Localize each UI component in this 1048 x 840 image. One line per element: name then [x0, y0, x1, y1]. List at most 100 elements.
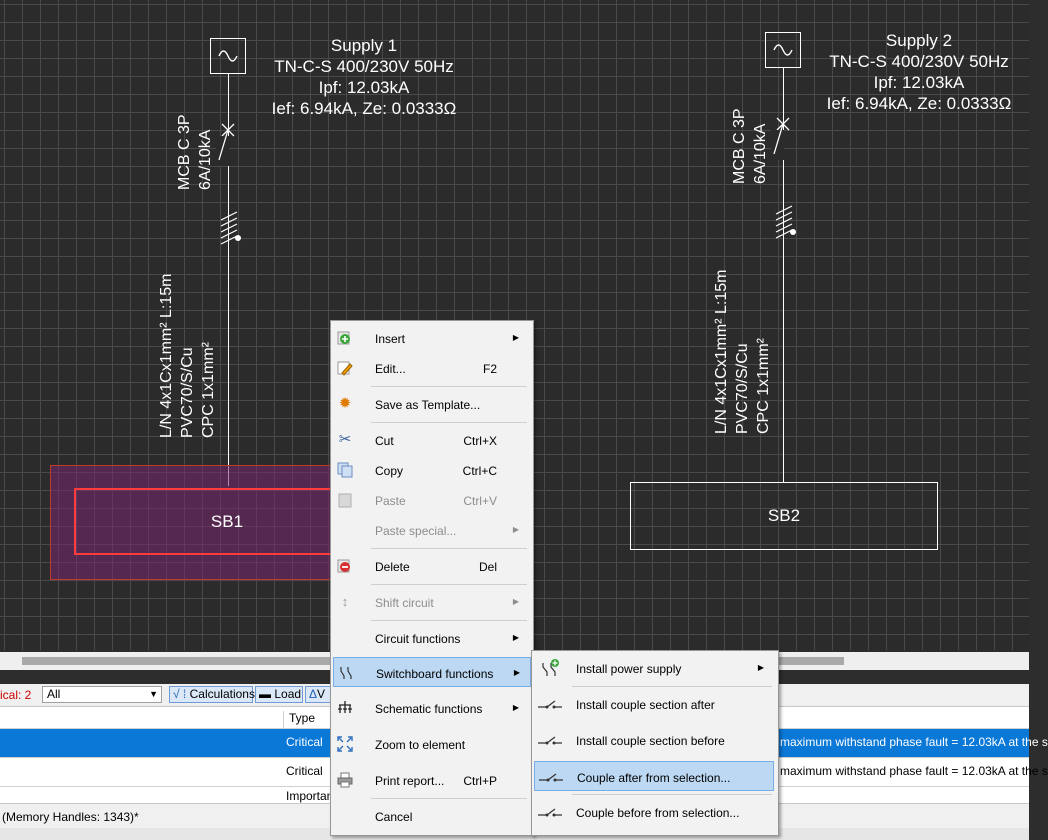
sb1-label: SB1: [210, 511, 244, 531]
menu-item-shortcut: F2: [482, 362, 497, 376]
supply-1-system: TN-C-S 400/230V 50Hz: [274, 57, 454, 76]
mcb-1-label: MCB C 3P 6A/10kA: [174, 114, 216, 190]
supply-2-feeder-line: [783, 68, 784, 482]
menu-item-label: Zoom to element: [375, 738, 466, 752]
menu-item-schematic-functions[interactable]: Schematic functions ▶: [333, 693, 529, 723]
menu-item-label: Print report...: [375, 774, 445, 788]
supply-2-title: Supply 2: [885, 31, 953, 50]
menu-item-print-report[interactable]: Print report... Ctrl+P: [333, 765, 529, 795]
menu-item-circuit-functions[interactable]: Circuit functions ▶: [333, 623, 529, 653]
mcb-symbol-1[interactable]: [216, 120, 246, 270]
chevron-right-icon: ▶: [512, 703, 519, 712]
menu-item-delete[interactable]: Delete Del: [333, 551, 529, 581]
menu-item-save-as-template[interactable]: ✹ Save as Template...: [333, 389, 529, 419]
menu-item-label: Switchboard functions: [376, 667, 494, 681]
printer-icon: [337, 772, 353, 788]
menu-item-paste[interactable]: Paste Ctrl+V: [333, 485, 529, 515]
schematic-icon: [337, 700, 353, 716]
critical-count: ical: 2: [0, 688, 32, 702]
chevron-right-icon: ▶: [757, 663, 764, 672]
sb2-label: SB2: [767, 506, 801, 525]
coupler-icon: [538, 696, 562, 712]
menu-item-label: Circuit functions: [375, 632, 461, 646]
menu-item-paste-special[interactable]: Paste special... ▶: [333, 515, 529, 545]
cable-1-type: PVC70/S/Cu: [179, 347, 196, 438]
voltage-button[interactable]: ΔV: [305, 686, 331, 703]
supply-2-symbol[interactable]: [765, 32, 801, 68]
menu-item-shortcut: Ctrl+X: [463, 434, 497, 448]
menu-item-copy[interactable]: Copy Ctrl+C: [333, 455, 529, 485]
mcb-2-label: MCB C 3P 6A/10kA: [729, 108, 771, 184]
menu-separator: [572, 794, 772, 795]
menu-item-label: Paste special...: [375, 524, 457, 538]
menu-separator: [371, 422, 527, 423]
row-type: Critical: [286, 735, 323, 749]
menu-item-zoom-to-element[interactable]: Zoom to element: [333, 729, 529, 759]
menu-item-shift-circuit[interactable]: ↕ Shift circuit ▶: [333, 587, 529, 617]
paste-icon: [337, 492, 353, 508]
menu-item-cancel[interactable]: Cancel: [333, 801, 529, 831]
submenu-item-couple-after-from-selection[interactable]: Couple after from selection...: [534, 761, 774, 791]
chevron-right-icon: ▶: [512, 525, 519, 534]
submenu-item-install-power-supply[interactable]: Install power supply ▶: [534, 653, 774, 683]
voltage-label: V: [317, 687, 326, 701]
zoom-icon: [337, 736, 353, 752]
mcb-1-rating: 6A/10kA: [197, 129, 214, 190]
load-button[interactable]: ▬ Load: [255, 686, 303, 703]
delta-v-icon: Δ: [309, 687, 318, 701]
sb1-selection-highlight: [50, 465, 340, 580]
supply-1-ipf: Ipf: 12.03kA: [318, 78, 410, 97]
menu-item-edit[interactable]: Edit... F2: [333, 353, 529, 383]
mcb-1-type: MCB C 3P: [176, 114, 193, 190]
shift-icon: ↕: [341, 594, 349, 609]
menu-separator: [572, 686, 772, 687]
menu-item-shortcut: Ctrl+V: [463, 494, 497, 508]
type-column-header[interactable]: Type: [283, 711, 315, 729]
menu-separator: [371, 548, 527, 549]
menu-item-switchboard-functions[interactable]: Switchboard functions ▶: [333, 657, 531, 687]
delete-icon: [337, 558, 353, 574]
menu-item-label: Couple before from selection...: [576, 806, 740, 820]
cable-2-label: L/N 4x1Cx1mm² L:15m PVC70/S/Cu CPC 1x1mm…: [711, 270, 774, 435]
cable-2-type: PVC70/S/Cu: [734, 343, 751, 434]
menu-item-cut[interactable]: ✂ Cut Ctrl+X: [333, 425, 529, 455]
menu-separator: [371, 798, 527, 799]
menu-item-shortcut: Ctrl+P: [463, 774, 497, 788]
filter-dropdown-value: All: [47, 687, 61, 701]
menu-item-label: Save as Template...: [375, 398, 481, 412]
cable-2-cpc: CPC 1x1mm²: [755, 337, 772, 434]
copy-icon: [337, 462, 353, 478]
chevron-down-icon: ▼: [149, 689, 158, 699]
submenu-item-install-couple-section-before[interactable]: Install couple section before: [534, 725, 774, 755]
supply-2-system: TN-C-S 400/230V 50Hz: [829, 52, 1009, 71]
chevron-right-icon: ▶: [512, 633, 519, 642]
cable-1-label: L/N 4x1Cx1mm² L:15m PVC70/S/Cu CPC 1x1mm…: [156, 274, 219, 439]
submenu-item-couple-before-from-selection[interactable]: Couple before from selection...: [534, 797, 774, 827]
mcb-2-rating: 6A/10kA: [752, 123, 769, 184]
filter-dropdown[interactable]: All ▼: [42, 686, 162, 703]
status-text: (Memory Handles: 1343)*: [2, 810, 139, 824]
mcb-symbol-2[interactable]: [771, 114, 801, 264]
submenu-item-install-couple-section-after[interactable]: Install couple section after: [534, 689, 774, 719]
menu-item-label: Paste: [375, 494, 406, 508]
menu-separator: [371, 584, 527, 585]
coupler-icon: [538, 804, 562, 820]
calculations-button[interactable]: √ ⁞ Calculations: [169, 686, 255, 703]
mcb-2-type: MCB C 3P: [731, 108, 748, 184]
supply-2-info: Supply 2 TN-C-S 400/230V 50Hz Ipf: 12.03…: [827, 30, 1012, 114]
supply-1-info: Supply 1 TN-C-S 400/230V 50Hz Ipf: 12.03…: [272, 35, 457, 119]
power-supply-icon: [538, 659, 562, 676]
supply-1-feeder-line: [228, 74, 229, 486]
cable-1-cpc: CPC 1x1mm²: [200, 341, 217, 438]
menu-item-label: Install couple section before: [576, 734, 725, 748]
supply-1-symbol[interactable]: [210, 38, 246, 74]
menu-item-label: Shift circuit: [375, 596, 434, 610]
switchboard-sb2[interactable]: SB2: [630, 482, 938, 550]
menu-item-label: Install couple section after: [576, 698, 715, 712]
menu-separator: [371, 620, 527, 621]
menu-item-insert[interactable]: Insert ▶: [333, 323, 529, 353]
chevron-right-icon: ▶: [512, 333, 519, 342]
coupler-icon: [539, 769, 563, 785]
supply-2-ipf: Ipf: 12.03kA: [873, 73, 965, 92]
cable-2-size: L/N 4x1Cx1mm² L:15m: [713, 269, 730, 435]
